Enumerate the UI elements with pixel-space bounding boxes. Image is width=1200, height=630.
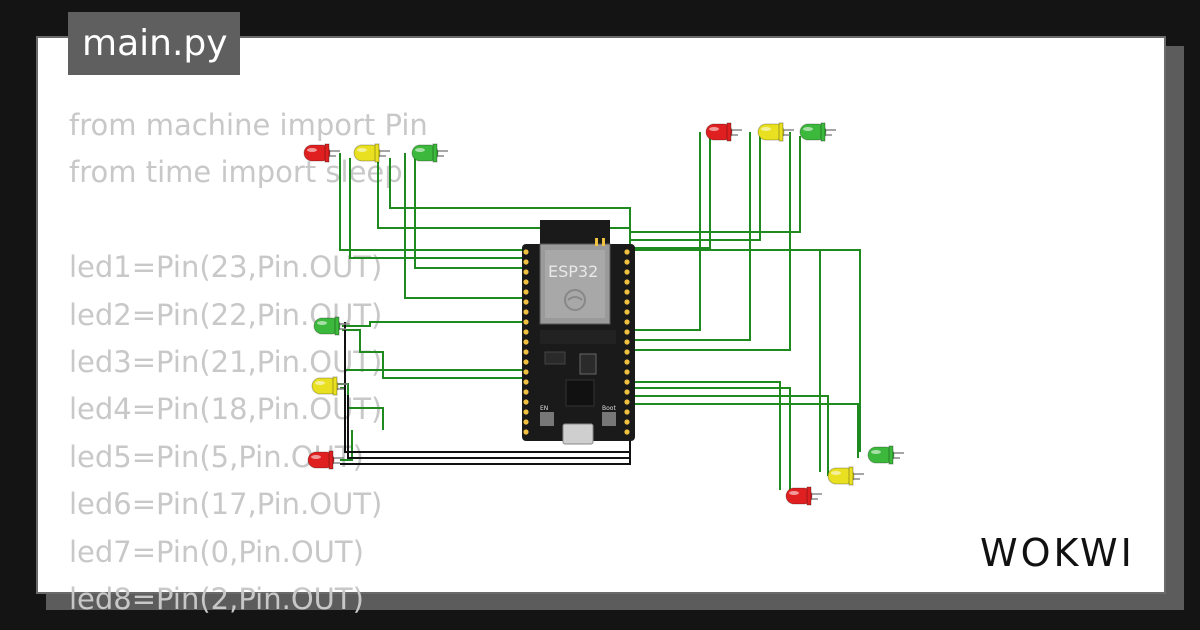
led-icon[interactable] xyxy=(785,486,822,506)
header-pin xyxy=(624,259,630,265)
wire xyxy=(630,387,791,494)
header-pin xyxy=(624,349,630,355)
header-pin xyxy=(624,269,630,275)
antenna-trace xyxy=(595,238,605,246)
header-pin xyxy=(523,249,529,255)
wire xyxy=(414,158,526,269)
header-pin xyxy=(624,429,630,435)
header-pin xyxy=(523,299,529,305)
boot-label: Boot xyxy=(602,405,616,412)
wifi-icon xyxy=(564,289,586,311)
header-pin xyxy=(624,249,630,255)
code-line: led8=Pin(2,Pin.OUT) xyxy=(69,581,364,616)
header-pin xyxy=(523,309,529,315)
code-line: led3=Pin(21,Pin.OUT) xyxy=(69,344,383,379)
header-pin xyxy=(624,359,630,365)
ground-wire xyxy=(340,452,631,465)
header-pin xyxy=(523,369,529,375)
pin-header-right xyxy=(624,249,630,435)
led-icon[interactable] xyxy=(353,143,390,163)
header-pin xyxy=(624,329,630,335)
wire xyxy=(630,403,859,458)
header-pin xyxy=(523,279,529,285)
led-icon[interactable] xyxy=(799,122,836,142)
led-icon[interactable] xyxy=(303,143,340,163)
led-icon[interactable] xyxy=(757,122,794,142)
header-pin xyxy=(523,359,529,365)
wire xyxy=(404,153,526,299)
wire xyxy=(630,395,829,476)
code-line: led4=Pin(18,Pin.OUT) xyxy=(69,392,383,427)
header-pin xyxy=(523,269,529,275)
usb-port xyxy=(562,423,594,445)
boot-button[interactable] xyxy=(602,412,616,426)
wokwi-logo-text: WOKWI xyxy=(980,531,1135,575)
wire xyxy=(340,430,353,461)
header-pin xyxy=(523,379,529,385)
ground-wire xyxy=(347,395,630,459)
esp32-board[interactable]: ESP32 EN Boot xyxy=(522,220,635,445)
header-pin xyxy=(624,279,630,285)
en-label: EN xyxy=(540,405,548,412)
code-line: led1=Pin(23,Pin.OUT) xyxy=(69,250,383,285)
wire xyxy=(630,132,701,331)
wire xyxy=(630,136,801,233)
header-pin xyxy=(624,369,630,375)
led-icon[interactable] xyxy=(827,466,864,486)
header-pin xyxy=(523,329,529,335)
header-pin xyxy=(523,259,529,265)
header-pin xyxy=(624,419,630,425)
usb-chip xyxy=(565,379,595,407)
code-line: from machine import Pin xyxy=(69,108,428,142)
header-pin xyxy=(523,349,529,355)
file-tab-main-py[interactable]: main.py xyxy=(68,12,240,75)
header-pin xyxy=(624,299,630,305)
header-pin xyxy=(624,319,630,325)
header-pin xyxy=(523,289,529,295)
wire xyxy=(630,136,711,249)
led-icon[interactable] xyxy=(411,143,448,163)
wire xyxy=(389,158,631,244)
led-icon[interactable] xyxy=(307,450,344,470)
led-icon[interactable] xyxy=(311,376,348,396)
code-line: led6=Pin(17,Pin.OUT) xyxy=(69,487,383,522)
header-pin xyxy=(523,409,529,415)
ground-wire xyxy=(344,322,631,453)
wire xyxy=(630,249,861,452)
header-pin xyxy=(523,339,529,345)
led-icon[interactable] xyxy=(705,122,742,142)
wire xyxy=(630,132,751,341)
code-line: led7=Pin(0,Pin.OUT) xyxy=(69,534,364,569)
header-pin xyxy=(624,409,630,415)
header-pin xyxy=(523,399,529,405)
header-pin xyxy=(624,289,630,295)
leds xyxy=(303,122,904,506)
ground-wires xyxy=(340,322,631,465)
header-pin xyxy=(624,309,630,315)
wire xyxy=(630,249,821,472)
header-pin xyxy=(624,399,630,405)
header-pin xyxy=(523,419,529,425)
wire xyxy=(630,132,791,351)
wire xyxy=(630,381,781,490)
header-pin xyxy=(624,379,630,385)
led-icon[interactable] xyxy=(867,445,904,465)
header-pin xyxy=(624,339,630,345)
header-pin xyxy=(523,389,529,395)
led-icon[interactable] xyxy=(313,316,350,336)
en-button[interactable] xyxy=(540,412,554,426)
wokwi-logo: WOKWI xyxy=(980,531,1135,575)
wire xyxy=(342,321,526,327)
wire xyxy=(630,136,761,241)
header-pin xyxy=(523,319,529,325)
chip-label: ESP32 xyxy=(548,262,598,281)
header-pin xyxy=(523,429,529,435)
header-pin xyxy=(624,389,630,395)
pin-header-left xyxy=(523,249,529,435)
